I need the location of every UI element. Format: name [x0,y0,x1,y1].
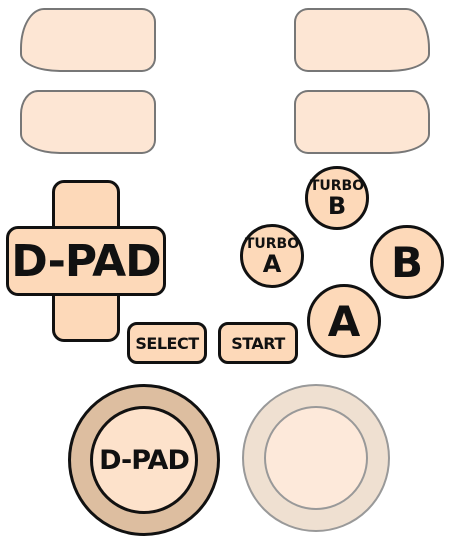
turbo-a-word: TURBO [244,235,300,252]
left-trigger-l2-button[interactable] [20,8,156,72]
left-analog-stick-knob[interactable]: D-PAD [90,406,198,514]
select-button-label: SELECT [135,333,199,353]
turbo-b-letter: B [327,191,347,220]
dpad-center[interactable] [55,229,117,293]
start-button-label: START [231,333,285,353]
right-analog-stick-knob[interactable] [264,406,368,510]
turbo-b-button[interactable]: TURBO B [305,166,369,230]
turbo-b-word: TURBO [309,177,365,194]
right-bumper-r1-button[interactable] [294,90,430,154]
a-button[interactable]: A [307,284,381,358]
turbo-a-button[interactable]: TURBO A [240,224,304,288]
select-button[interactable]: SELECT [127,322,207,364]
b-button[interactable]: B [370,225,444,299]
a-button-label: A [327,296,361,346]
b-button-label: B [390,237,423,287]
left-analog-label: D-PAD [99,444,190,476]
start-button[interactable]: START [218,322,298,364]
turbo-a-letter: A [262,249,282,278]
right-trigger-r2-button[interactable] [294,8,430,72]
left-bumper-l1-button[interactable] [20,90,156,154]
dpad-label: D-PAD [11,235,161,287]
